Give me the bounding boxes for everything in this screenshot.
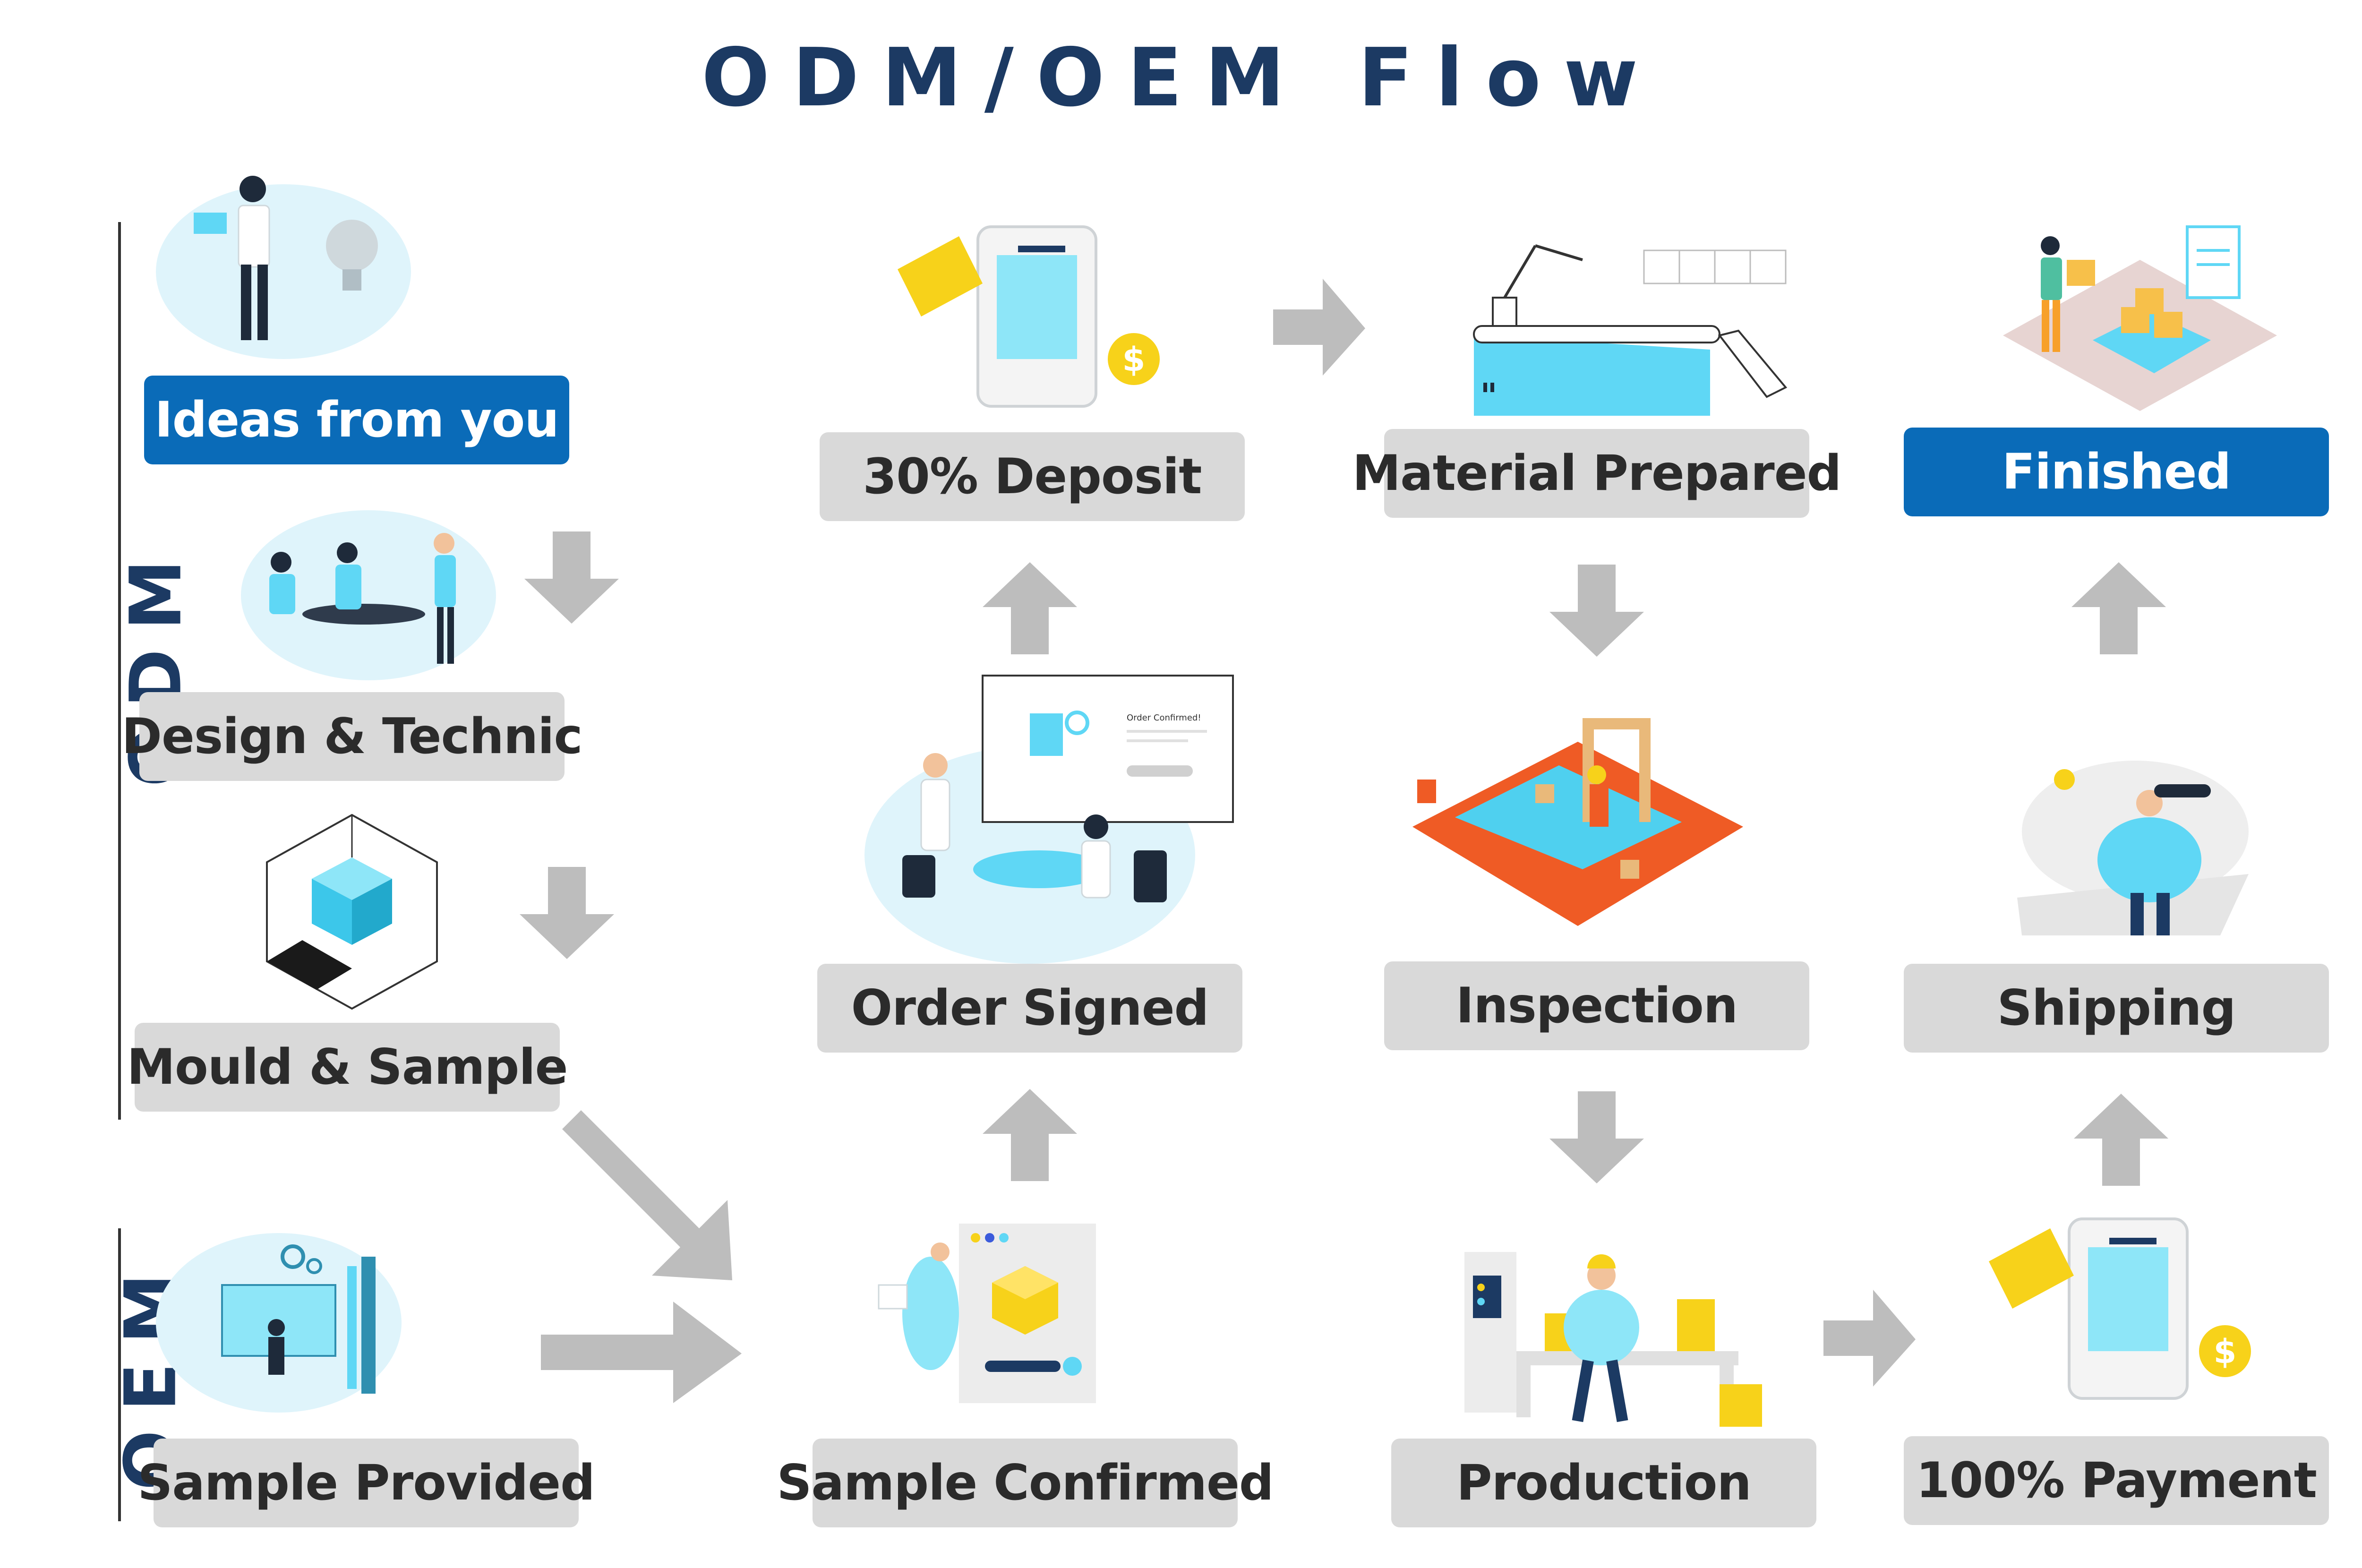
arrow-down-3	[1549, 565, 1644, 657]
inspection-line-icon	[1412, 718, 1743, 926]
arrow-right-top	[1273, 279, 1365, 376]
arrow-down-2	[520, 867, 614, 959]
oem-bracket-line	[118, 1228, 121, 1521]
designer-workstation-icon	[156, 1233, 402, 1413]
oem-label: OEM	[33, 1254, 192, 1490]
arrow-up-2	[983, 562, 1077, 654]
step-shipping: Shipping	[1904, 964, 2329, 1053]
arrow-up-4	[2071, 562, 2166, 654]
step-ideas-from-you: Ideas from you	[144, 376, 569, 464]
shipping-lookout-icon	[2017, 761, 2249, 935]
step-mould-sample: Mould & Sample	[127, 1023, 568, 1112]
arrow-up-1	[983, 1089, 1077, 1181]
arrow-up-3	[2074, 1094, 2168, 1186]
step-material-prepared: Material Prepared	[1352, 429, 1841, 518]
cube-room-icon	[266, 814, 438, 1010]
step-design-technic: Design & Technic	[121, 692, 583, 781]
person-idea-icon	[156, 176, 411, 359]
arrow-diagonal	[548, 1110, 732, 1280]
arrow-down-4	[1549, 1091, 1644, 1183]
step-sample-provided: Sample Provided	[137, 1439, 595, 1527]
arrow-right-bottom	[1823, 1290, 1916, 1387]
odm-bracket-line	[118, 222, 121, 1120]
step-production: Production	[1391, 1439, 1816, 1527]
step-sample-confirmed: Sample Confirmed	[777, 1439, 1274, 1527]
step-finished: Finished	[1904, 428, 2329, 516]
robot-conveyor-icon	[1473, 244, 1788, 416]
warehouse-pallet-icon	[2003, 225, 2277, 411]
order-confirmed-meeting-icon: Order Confirmed!	[864, 675, 1234, 964]
phone-receipt-icon: $	[898, 225, 1160, 408]
phone-payment-icon: $	[1989, 1217, 2251, 1400]
step-inspection: Inspection	[1384, 961, 1809, 1050]
step-order-signed: Order Signed	[817, 964, 1242, 1053]
factory-worker-icon	[1464, 1252, 1762, 1427]
arrow-down-1	[524, 531, 619, 624]
step-payment: 100% Payment	[1904, 1436, 2329, 1525]
page-title: ODM/OEM Flow	[701, 31, 1661, 125]
svg-text:$: $	[2214, 1332, 2237, 1371]
meeting-icon	[241, 510, 496, 680]
odm-label: ODM	[33, 540, 197, 787]
order-confirmed-text: Order Confirmed!	[1127, 713, 1201, 723]
svg-text:$: $	[1122, 340, 1146, 379]
arrow-right-oem	[541, 1302, 742, 1403]
box-confirm-icon	[878, 1224, 1096, 1403]
step-deposit: 30% Deposit	[820, 432, 1245, 521]
